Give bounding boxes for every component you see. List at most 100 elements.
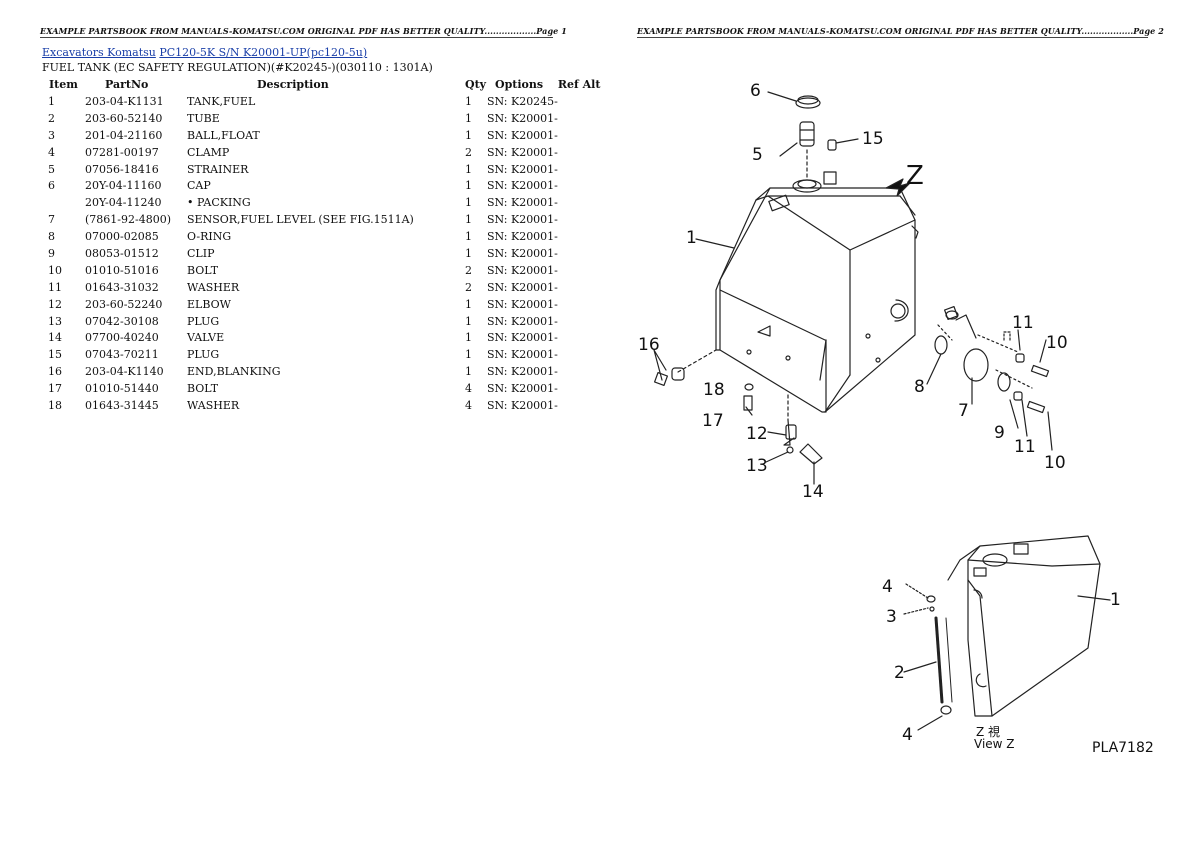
col-header-qty: Qty	[465, 78, 487, 91]
plug-part-15	[827, 139, 837, 151]
callout-11-top: 11	[1012, 313, 1034, 333]
page-header-left: EXAMPLE PARTSBOOK FROM MANUALS-KOMATSU.C…	[40, 26, 567, 38]
cell-ref-alt	[558, 313, 601, 330]
cell-options: SN: K20001-	[487, 162, 558, 176]
cell-ref-alt	[558, 211, 601, 228]
cell-qty: 4	[465, 398, 472, 412]
cell-item: 10	[48, 263, 62, 277]
cell-options: SN: K20001-	[487, 230, 558, 244]
breadcrumb: Excavators Komatsu PC120-5K S/N K20001-U…	[42, 46, 367, 59]
cell-item: 14	[48, 331, 62, 345]
table-row: 7(7861-92-4800)SENSOR,FUEL LEVEL (SEE FI…	[42, 211, 600, 228]
cell-ref-alt	[558, 245, 601, 262]
cell-ref-alt	[558, 346, 601, 363]
cell-item: 1	[48, 94, 55, 108]
cell-description: TANK,FUEL	[187, 94, 256, 108]
cell-description: PLUG	[187, 348, 220, 362]
cell-partno: 07042-30108	[85, 314, 159, 328]
cell-item: 2	[48, 111, 55, 125]
callout-2: 2	[894, 663, 905, 683]
elbow-valve-assembly	[783, 394, 823, 465]
cell-item: 9	[48, 246, 55, 260]
breadcrumb-link-model[interactable]: PC120-5K S/N K20001-UP(pc120-5u)	[159, 46, 368, 59]
cell-description: O-RING	[187, 230, 232, 244]
cell-partno: (7861-92-4800)	[85, 213, 172, 227]
cell-partno: 01643-31032	[85, 280, 159, 294]
cell-options: SN: K20001-	[487, 331, 558, 345]
parts-table: Item PartNo Description Qty Options Ref …	[42, 76, 600, 414]
cell-partno: 20Y-04-11240	[85, 196, 162, 210]
o-ring-part	[934, 335, 948, 355]
callout-14: 14	[802, 482, 824, 502]
cell-qty: 1	[465, 94, 472, 108]
cell-partno: 203-60-52240	[85, 297, 163, 311]
cell-partno: 07043-70211	[85, 348, 159, 362]
cell-description: STRAINER	[187, 162, 249, 176]
view-z-caption: View Z	[974, 737, 1015, 751]
cell-options: SN: K20001-	[487, 246, 558, 260]
cell-options: SN: K20001-	[487, 128, 558, 142]
cell-ref-alt	[558, 380, 601, 397]
cell-description: • PACKING	[187, 196, 251, 210]
cell-ref-alt	[558, 397, 601, 414]
cell-partno: 20Y-04-11160	[85, 179, 162, 193]
cell-qty: 1	[465, 348, 472, 362]
cell-qty: 1	[465, 365, 472, 379]
clip-part	[997, 372, 1011, 392]
cell-qty: 1	[465, 314, 472, 328]
callout-17: 17	[702, 411, 724, 431]
cell-description: CAP	[187, 179, 211, 193]
cell-qty: 4	[465, 382, 472, 396]
cell-options: SN: K20001-	[487, 382, 558, 396]
view-z-tank	[903, 535, 1111, 731]
cell-description: BOLT	[187, 263, 219, 277]
cap-part	[795, 95, 821, 109]
cell-qty: 2	[465, 145, 472, 159]
cell-description: WASHER	[187, 398, 240, 412]
cell-options: SN: K20001-	[487, 280, 558, 294]
col-header-ref-alt: Ref Alt	[557, 78, 601, 91]
col-header-partno: PartNo	[105, 78, 149, 91]
cell-description: BOLT	[187, 382, 219, 396]
cell-item: 7	[48, 213, 55, 227]
view-z-caption-kanji: Z 視	[976, 724, 1000, 739]
cell-description: BALL,FLOAT	[187, 128, 260, 142]
cell-item: 3	[48, 128, 55, 142]
cell-partno: 07000-02085	[85, 230, 159, 244]
cell-description: CLIP	[187, 246, 215, 260]
cell-ref-alt	[558, 144, 601, 161]
cell-options: SN: K20001-	[487, 145, 558, 159]
callout-labels: 1 5 6 15 16 18 17 12 13 14 8 7 9 11 10 1…	[638, 81, 1154, 756]
breadcrumb-link-excavators[interactable]: Excavators Komatsu	[42, 46, 156, 59]
cell-item: 11	[48, 280, 62, 294]
callout-4-lower: 4	[902, 725, 913, 745]
cell-ref-alt	[558, 110, 601, 127]
cell-ref-alt	[558, 363, 601, 380]
cell-ref-alt	[558, 161, 601, 178]
cell-partno: 01010-51440	[85, 382, 159, 396]
cell-item: 18	[48, 398, 62, 412]
callout-1: 1	[686, 228, 697, 248]
col-header-options: Options	[495, 78, 544, 91]
cell-qty: 1	[465, 246, 472, 260]
callout-10-top: 10	[1046, 333, 1068, 353]
cell-partno: 201-04-21160	[85, 128, 163, 142]
cell-description: TUBE	[187, 111, 220, 125]
cell-item: 4	[48, 145, 55, 159]
cell-options: SN: K20001-	[487, 348, 558, 362]
cell-description: CLAMP	[187, 145, 230, 159]
cell-ref-alt	[558, 279, 601, 296]
cell-ref-alt	[558, 262, 601, 279]
